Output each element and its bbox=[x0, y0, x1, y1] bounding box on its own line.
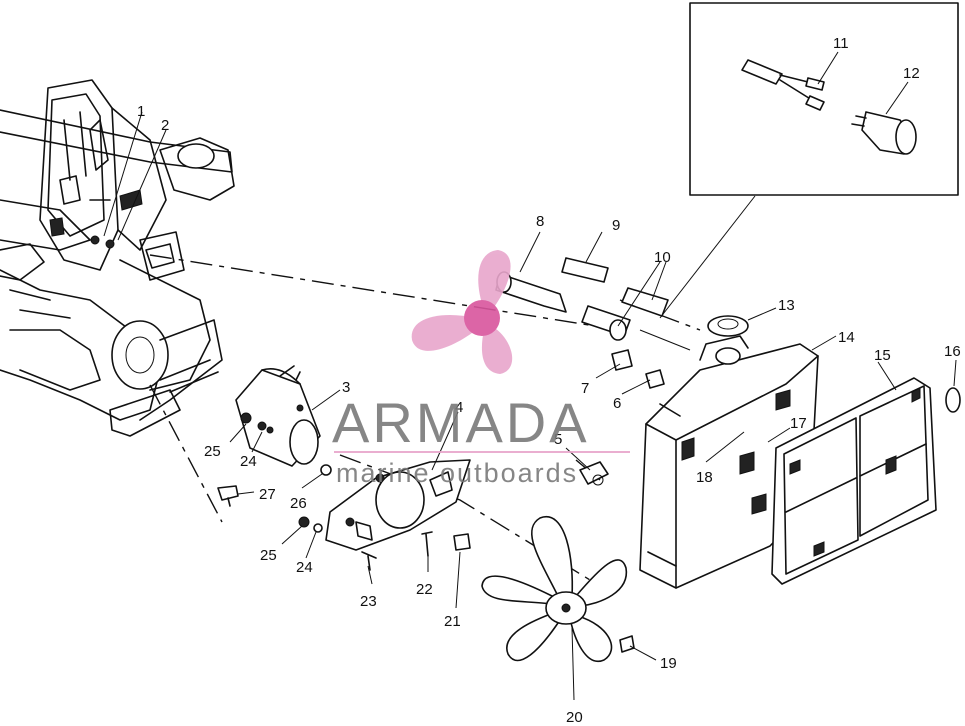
part-label-25-lower: 25 bbox=[260, 547, 277, 564]
part-label-9: 9 bbox=[612, 217, 620, 234]
part-label-8: 8 bbox=[536, 213, 544, 230]
wire-connector-part-11 bbox=[741, 51, 839, 111]
armada-watermark: ARMADA marine outboards bbox=[332, 250, 630, 488]
part-label-24-lower: 24 bbox=[296, 559, 313, 576]
part-label-14: 14 bbox=[838, 329, 855, 346]
part-label-3: 3 bbox=[342, 379, 350, 396]
part-label-11: 11 bbox=[833, 35, 849, 52]
fan-motor-part-3 bbox=[235, 365, 341, 467]
watermark-tagline: marine outboards bbox=[336, 458, 578, 488]
part-label-20: 20 bbox=[566, 709, 583, 726]
part-label-7: 7 bbox=[581, 380, 589, 397]
part-label-24-upper: 24 bbox=[240, 453, 257, 470]
part-label-4: 4 bbox=[455, 399, 463, 416]
part-label-17: 17 bbox=[790, 415, 807, 432]
part-label-27: 27 bbox=[259, 486, 276, 503]
propeller-logo-icon bbox=[411, 250, 513, 374]
part-label-25-upper: 25 bbox=[204, 443, 221, 460]
cooling-fan-part-20 bbox=[481, 515, 627, 701]
radiator-screen-part-15 bbox=[771, 361, 937, 585]
part-number-labels: 1 2 3 4 5 6 7 8 9 10 11 12 13 14 15 16 1… bbox=[137, 35, 961, 726]
part-label-21: 21 bbox=[444, 613, 461, 630]
temperature-switch-part-12 bbox=[851, 81, 917, 155]
frame-chassis bbox=[0, 79, 235, 437]
part-label-18: 18 bbox=[696, 469, 713, 486]
part-label-15: 15 bbox=[874, 347, 891, 364]
part-label-16: 16 bbox=[944, 343, 961, 360]
part-label-12: 12 bbox=[903, 65, 920, 82]
part-label-26: 26 bbox=[290, 495, 307, 512]
radiator-cap-part-13 bbox=[707, 307, 777, 337]
inset-box bbox=[659, 2, 959, 319]
part-label-19: 19 bbox=[660, 655, 677, 672]
clip-part-16 bbox=[945, 359, 961, 413]
part-label-1: 1 bbox=[137, 103, 145, 120]
part-label-6: 6 bbox=[613, 395, 621, 412]
part-label-10: 10 bbox=[654, 249, 671, 266]
leader-lines bbox=[229, 423, 791, 661]
part-label-23: 23 bbox=[360, 593, 377, 610]
part-label-13: 13 bbox=[778, 297, 795, 314]
part-label-22: 22 bbox=[416, 581, 433, 598]
hoses-group bbox=[495, 231, 691, 395]
part-label-2: 2 bbox=[161, 117, 169, 134]
part-label-5: 5 bbox=[554, 431, 562, 448]
watermark-brand: ARMADA bbox=[332, 391, 590, 454]
motor-mount-plate-part-4 bbox=[325, 411, 471, 551]
